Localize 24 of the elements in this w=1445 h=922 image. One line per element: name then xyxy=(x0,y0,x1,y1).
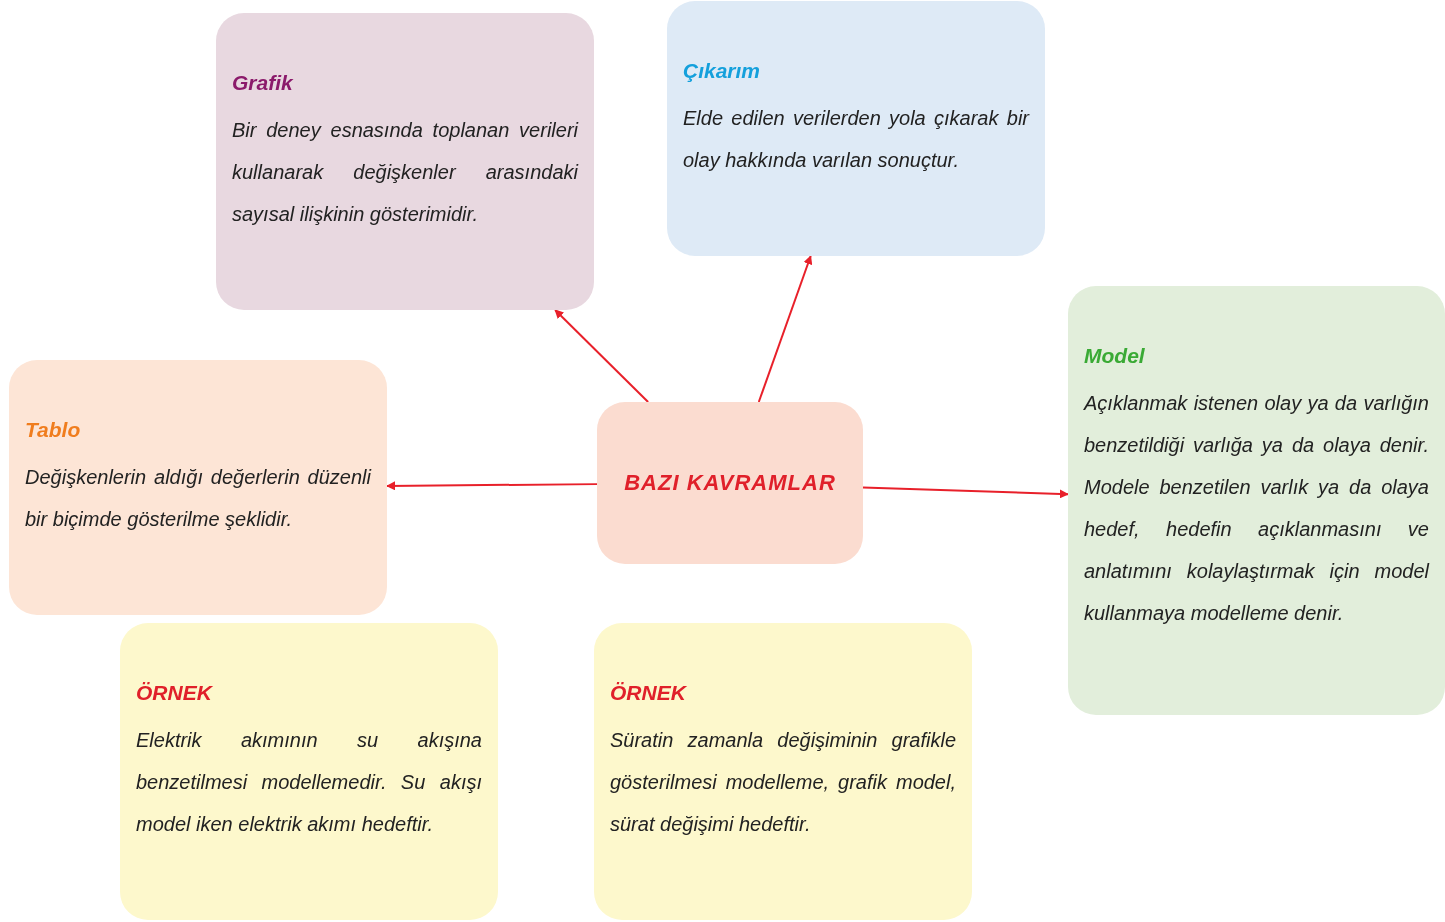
card-heading: ÖRNEK xyxy=(136,681,212,705)
arrow xyxy=(757,255,813,403)
card-text: Süratin zamanla değişiminin grafikle gösterilmesi modelleme, grafik model, sürat değişimi hedeftir. xyxy=(610,728,956,837)
concept-card xyxy=(1068,286,1445,715)
card-heading: Tablo xyxy=(25,418,81,442)
card-text: Elektrik akımının su akışına benzetilmesi modellemedir. Su akışı model iken elektrik akımı hedeftir. xyxy=(136,728,482,837)
concept-card xyxy=(594,623,972,920)
card-text: Elde edilen verilerden yola çıkarak bir olay hakkında varılan sonuçtur. xyxy=(683,106,1029,173)
card-heading: BAZI KAVRAMLAR xyxy=(624,470,836,496)
arrow xyxy=(862,486,1069,499)
arrow xyxy=(386,481,598,491)
concept-card xyxy=(216,13,594,310)
card-text: Açıklanmak istenen olay ya da varlığın benzetildiği varlığa ya da olaya denir. Modele benzetilen varlık ya da olaya hedef, hedefin açıklanmasını ve anlatımını kolaylaştırmak için model kullanmaya modelleme denir. xyxy=(1084,391,1429,626)
card-heading: Çıkarım xyxy=(683,59,761,83)
concept-card xyxy=(667,1,1045,256)
card-heading: ÖRNEK xyxy=(610,681,686,705)
concept-card xyxy=(120,623,498,920)
topic-box xyxy=(597,402,863,564)
card-heading: Grafik xyxy=(232,71,293,95)
card-text: Bir deney esnasında toplanan verileri kullanarak değişkenler arasındaki sayısal ilişkinin gösterimidir. xyxy=(232,118,578,227)
arrow xyxy=(554,309,650,403)
concept-card xyxy=(9,360,387,615)
card-heading: Model xyxy=(1084,344,1145,368)
card-text: Değişkenlerin aldığı değerlerin düzenli bir biçimde gösterilme şeklidir. xyxy=(25,465,371,532)
